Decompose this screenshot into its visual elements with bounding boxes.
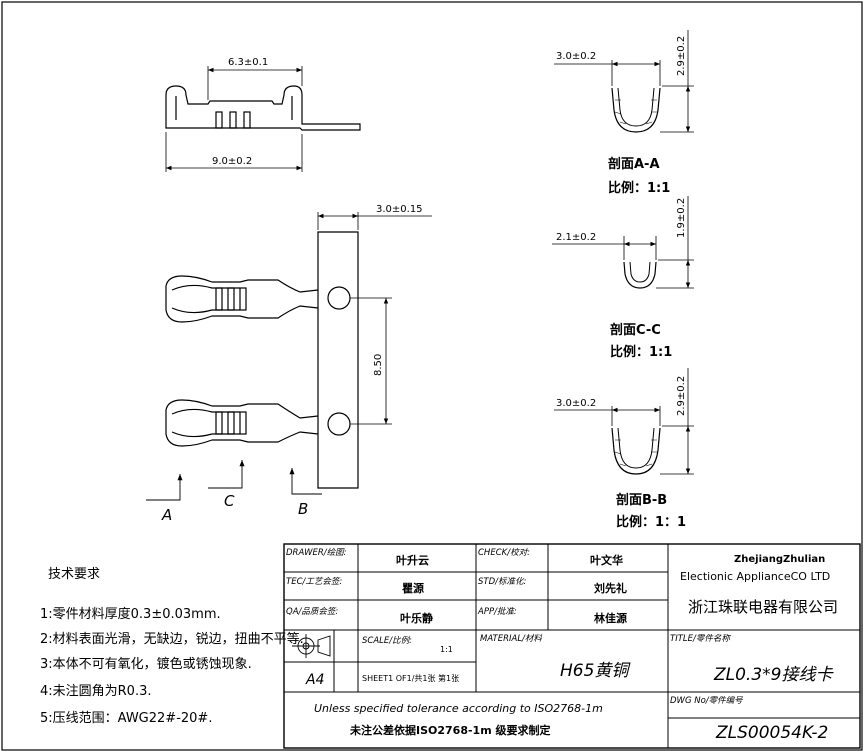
tec-label: TEC/工艺会签: (286, 576, 342, 587)
section-c-c (552, 196, 694, 289)
sheet-info: SHEET1 OF1/共1张 第1张 (362, 673, 459, 683)
dim-top-width-outer: 9.0±0.2 (212, 156, 252, 167)
section-c-scale: 比例：1:1 (610, 344, 672, 360)
projection-symbol-icon (292, 634, 331, 658)
top-view (165, 85, 361, 131)
dim-sec-a-height: 2.9±0.2 (676, 36, 687, 76)
note-item-3: 3:本体不可有氧化，镀色或锈蚀现象. (40, 656, 252, 672)
section-c-title: 剖面C-C (610, 322, 661, 338)
app-label: APP/批准: (477, 606, 517, 617)
paper-size: A4 (305, 672, 324, 688)
qa-label: QA/品质会签: (286, 606, 338, 617)
drawer-name: 叶升云 (396, 553, 429, 567)
dim-sec-a-width: 3.0±0.2 (556, 51, 596, 62)
dim-strip-width: 3.0±0.15 (376, 204, 423, 215)
title-label: TITLE/零件名称 (670, 633, 731, 644)
cut-marker-b: B (298, 500, 308, 518)
dim-sec-b-height: 2.9±0.2 (676, 376, 687, 416)
material-value: H65黄铜 (560, 661, 631, 681)
tec-name: 瞿源 (402, 581, 424, 595)
section-b-title: 剖面B-B (616, 492, 667, 508)
app-name: 林佳源 (594, 611, 627, 625)
tolerance-cn: 未注公差依据ISO2768-1m 级要求制定 (349, 723, 551, 737)
drawer-label: DRAWER/绘图: (286, 547, 347, 558)
part-title: ZL0.3*9接线卡 (713, 665, 834, 685)
company-en-line2: Electionic ApplianceCO LTD (680, 570, 830, 583)
dim-top-width-inner: 6.3±0.1 (228, 57, 268, 68)
scale-value: 1:1 (440, 645, 453, 654)
dim-sec-b-width: 3.0±0.2 (556, 398, 596, 409)
title-block (283, 543, 861, 749)
section-a-scale: 比例：1:1 (608, 180, 670, 196)
note-item-2: 2:材料表面光滑，无缺边，锐边，扭曲不平等. (40, 631, 304, 647)
technical-notes: 技术要求 1:零件材料厚度0.3±0.03mm. 2:材料表面光滑，无缺边，锐边… (40, 567, 304, 726)
cut-marker-a: A (161, 506, 172, 524)
dwg-number: ZLS00054K-2 (715, 723, 828, 743)
notes-heading: 技术要求 (48, 567, 100, 582)
section-b-scale: 比例：1：1 (616, 514, 686, 530)
cut-marker-c: C (224, 492, 235, 510)
note-item-5: 5:压线范围：AWG22#-20#. (40, 711, 212, 726)
material-label: MATERIAL/材料 (480, 633, 542, 644)
front-view-dimensions (317, 212, 432, 425)
section-a-title: 剖面A-A (608, 156, 660, 172)
dim-sec-c-width: 2.1±0.2 (556, 232, 596, 243)
std-name: 刘先礼 (594, 581, 627, 595)
std-label: STD/标准化: (478, 576, 526, 587)
cut-markers (146, 460, 322, 501)
top-view-dimensions (165, 66, 303, 172)
dim-sec-c-height: 1.9±0.2 (676, 198, 687, 238)
check-label: CHECK/校对: (478, 547, 530, 558)
section-b-b (554, 368, 694, 475)
note-item-1: 1:零件材料厚度0.3±0.03mm. (40, 606, 221, 622)
tolerance-en: Unless specified tolerance according to … (314, 702, 603, 715)
dim-pitch: 8.50 (373, 354, 384, 376)
check-name: 叶文华 (590, 553, 623, 567)
note-item-4: 4:未注圆角为R0.3. (40, 684, 152, 699)
dwg-label: DWG No/零件编号 (670, 695, 743, 706)
company-cn: 浙江珠联电器有限公司 (688, 598, 838, 616)
scale-label: SCALE/比例: (362, 635, 412, 646)
company-en-line1: ZhejiangZhulian (734, 554, 825, 565)
front-view (165, 231, 359, 489)
qa-name: 叶乐静 (400, 611, 433, 625)
section-a-a (554, 30, 694, 133)
